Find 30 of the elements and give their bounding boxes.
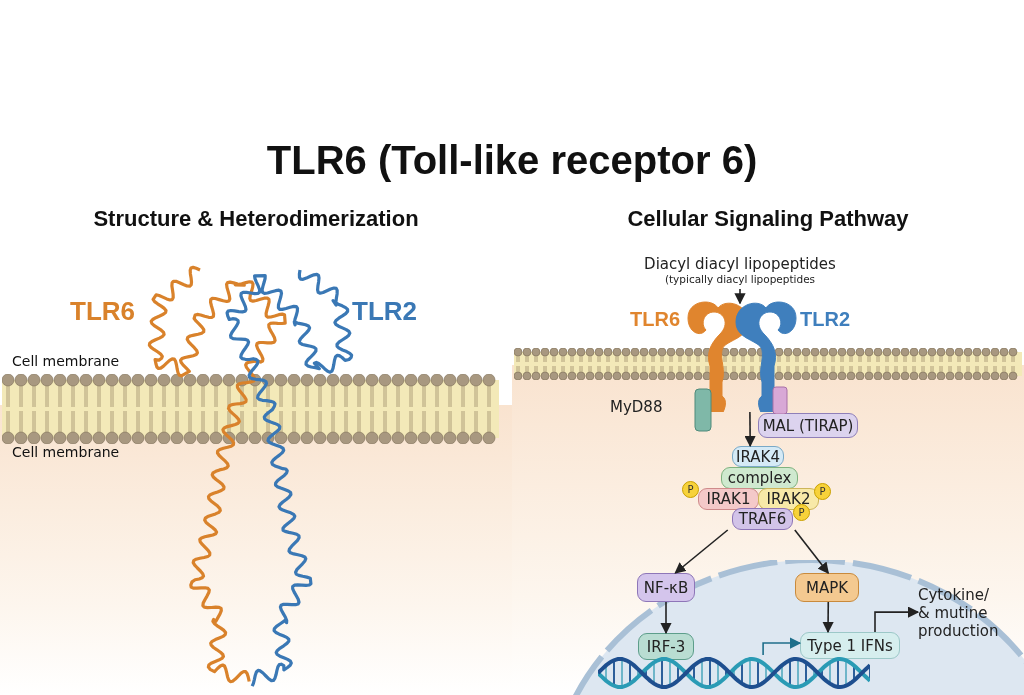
membrane-label: Cell membrane (12, 444, 120, 460)
membrane-label: Cell membrane (12, 353, 120, 369)
arrow (874, 606, 920, 633)
arrow (794, 529, 830, 574)
panel-heading: Structure & Heterodimerization (92, 206, 420, 232)
output-text: Cytokine/ & mutine production (918, 586, 1000, 640)
gene-product-box: Type 1 IFNs (800, 632, 900, 659)
transcription-factor-box: NF-κB (637, 573, 695, 602)
arrow (822, 601, 834, 634)
subtitle-text: (typically diacyl lipopeptides (663, 273, 817, 286)
kinase-box: MAPK (795, 573, 859, 602)
protein-label: TLR2 (352, 296, 417, 327)
arrow (734, 288, 746, 305)
adaptor-box: TRAF6 (732, 508, 793, 530)
arrow (744, 411, 756, 448)
receptor-label: TLR2 (800, 308, 850, 331)
complex-box: complex (721, 467, 798, 489)
arrow (674, 529, 729, 574)
adaptor-box: MAL (TIRAP) (758, 413, 858, 438)
title: TLR6 (Toll-like receptor 6) (265, 138, 759, 183)
kinase-box: IRAK1 (698, 488, 759, 510)
ligand-label: Diacyl diacyl lipopeptides (643, 255, 837, 273)
adaptor-label: MyD88 (610, 398, 663, 416)
protein-label: TLR6 (70, 296, 135, 327)
transcription-factor-box: IRF-3 (638, 633, 694, 660)
receptor-label: TLR6 (630, 308, 680, 331)
kinase-box: IRAK4 (732, 446, 784, 467)
panel-heading: Cellular Signaling Pathway (626, 206, 910, 232)
arrow (660, 601, 672, 635)
arrow (762, 637, 802, 656)
